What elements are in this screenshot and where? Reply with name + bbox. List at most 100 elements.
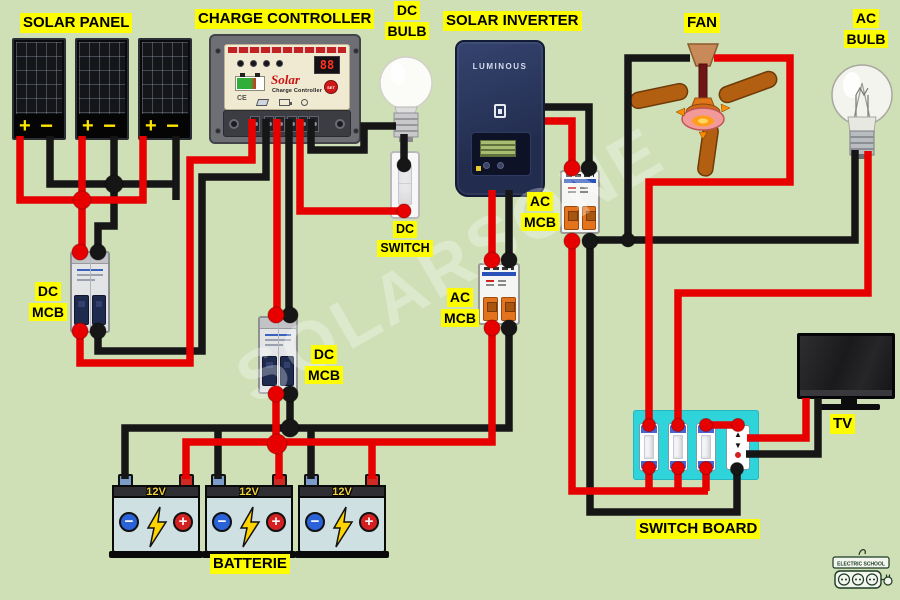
dc-switch-rocker[interactable]	[398, 165, 412, 205]
filament-cone	[851, 82, 873, 128]
mcb-toggle-handle[interactable]	[564, 206, 579, 230]
switch-rocker[interactable]	[673, 435, 683, 459]
screw-icon	[229, 119, 239, 129]
tv-stand-base	[820, 404, 880, 410]
mcb-marking	[580, 191, 588, 193]
battery-1: 12V − +	[109, 474, 203, 558]
label-text: BULB	[843, 29, 889, 49]
ac-mcb-inverter-breaker[interactable]	[478, 263, 520, 325]
mcb-markings	[566, 186, 594, 194]
indicator-led-icon	[263, 60, 270, 67]
panel-minus-terminal: −	[103, 113, 116, 138]
label-text: SWITCH	[377, 240, 433, 258]
mcb-brand-marking	[566, 174, 594, 177]
mcb-toggle-handle[interactable]	[74, 295, 89, 325]
ac-mcb-load-breaker[interactable]	[560, 170, 600, 234]
plus-terminal-icon: +	[173, 512, 193, 532]
label-text: AC	[852, 9, 880, 28]
label-text: MCB	[521, 212, 559, 232]
mcb-toggle-handle[interactable]	[482, 297, 498, 321]
solar-panel-1: + −	[12, 38, 66, 140]
label-dc-switch: DC SWITCH	[374, 221, 436, 258]
wire-inverter-to-acmcb2-neg	[545, 103, 593, 169]
dc-bulb-device	[379, 56, 433, 142]
solar-panel-3: + −	[138, 38, 192, 140]
junction-dot	[72, 190, 92, 210]
controller-brand: Solar	[271, 72, 300, 87]
ceiling-fan-device	[629, 43, 778, 177]
dc-switch-device[interactable]	[390, 151, 420, 219]
mcb-toggle-handle[interactable]	[279, 356, 294, 386]
lightning-bolt-icon	[239, 506, 261, 548]
switch-rocker[interactable]	[644, 435, 654, 459]
battery-body: − +	[205, 496, 293, 553]
label-fan: FAN	[684, 13, 720, 33]
electric-school-logo: ELECTRIC SCHOOL	[832, 549, 893, 589]
plus-terminal-icon: +	[266, 512, 286, 532]
socket-icon	[837, 573, 851, 586]
label-ac-bulb: AC BULB	[840, 9, 892, 49]
dc-mcb-solar-breaker[interactable]	[70, 251, 110, 333]
indicator-led-icon	[250, 60, 257, 67]
label-tv: TV	[830, 414, 856, 434]
inverter-button[interactable]	[483, 162, 490, 169]
label-ac-mcb-load: AC MCB	[518, 192, 562, 232]
panel-plus-terminal: +	[19, 114, 31, 137]
mcb-marking	[77, 279, 95, 281]
battery-gauge-icon	[235, 73, 265, 91]
set-button-label: SET	[327, 84, 335, 90]
mcb-toggle-handle[interactable]	[581, 206, 596, 230]
board-socket[interactable]: ▲ ▼	[726, 425, 750, 470]
label-text: FAN	[684, 13, 720, 33]
solar-inverter-device: LUMINOUS	[455, 40, 545, 197]
mcb-toggles[interactable]	[482, 297, 516, 321]
board-switch-2[interactable]	[668, 423, 688, 471]
switch-rocker[interactable]	[701, 435, 711, 459]
dc-mcb-battery-breaker[interactable]	[258, 316, 298, 394]
controller-terminal-strip	[223, 110, 351, 137]
screw-icon	[215, 48, 221, 54]
wire-panel1-negative	[46, 136, 114, 188]
board-switch-1[interactable]	[639, 423, 659, 471]
socket-icon	[851, 573, 865, 586]
panel-port-icon	[255, 99, 270, 106]
board-switch-3[interactable]	[696, 423, 716, 471]
mcb-toggles[interactable]	[262, 356, 294, 386]
label-text: DC	[393, 1, 421, 20]
label-charge-controller: CHARGE CONTROLLER	[195, 9, 375, 29]
wire-dcmcb-to-controller-neg	[94, 119, 270, 355]
socket-pin-icon: ▲	[734, 430, 742, 439]
solar-panel-terminals: + −	[140, 114, 190, 138]
minus-terminal-icon: −	[305, 512, 325, 532]
mcb-toggle-handle[interactable]	[500, 297, 516, 321]
inverter-button[interactable]	[497, 162, 504, 169]
mcb-toggles[interactable]	[564, 206, 596, 230]
mcb-toggles[interactable]	[74, 295, 106, 325]
battery-body: − +	[112, 496, 200, 553]
mcb-marking	[486, 284, 494, 286]
label-text: MCB	[441, 308, 479, 328]
label-text: MCB	[305, 365, 343, 385]
label-dc-mcb-solar: DC MCB	[24, 282, 72, 322]
label-text: TV	[830, 414, 856, 434]
plug-icon	[883, 576, 893, 586]
junction-dot	[280, 418, 300, 438]
mcb-toggle-handle[interactable]	[91, 295, 106, 325]
fan-blade-left	[629, 82, 689, 110]
minus-terminal-icon: −	[119, 512, 139, 532]
battery-port-icon	[279, 99, 292, 106]
controller-subtitle: Charge Controller	[272, 88, 323, 94]
mcb-brand-marking	[484, 267, 514, 270]
label-text: CHARGE CONTROLLER	[195, 9, 375, 29]
base-contact	[399, 137, 413, 142]
battery-2: 12V − +	[202, 474, 296, 558]
mcb-toggle-handle[interactable]	[262, 356, 277, 386]
label-ac-mcb-inverter: AC MCB	[436, 288, 484, 328]
label-switch-board: SWITCH BOARD	[636, 519, 761, 539]
set-button[interactable]: SET	[324, 80, 338, 94]
label-solar-panel: SOLAR PANEL	[20, 13, 133, 33]
inverter-display-module	[471, 132, 531, 176]
battery-3: 12V − +	[295, 474, 389, 558]
terminal-block	[287, 116, 297, 132]
label-text: AC	[526, 192, 554, 211]
